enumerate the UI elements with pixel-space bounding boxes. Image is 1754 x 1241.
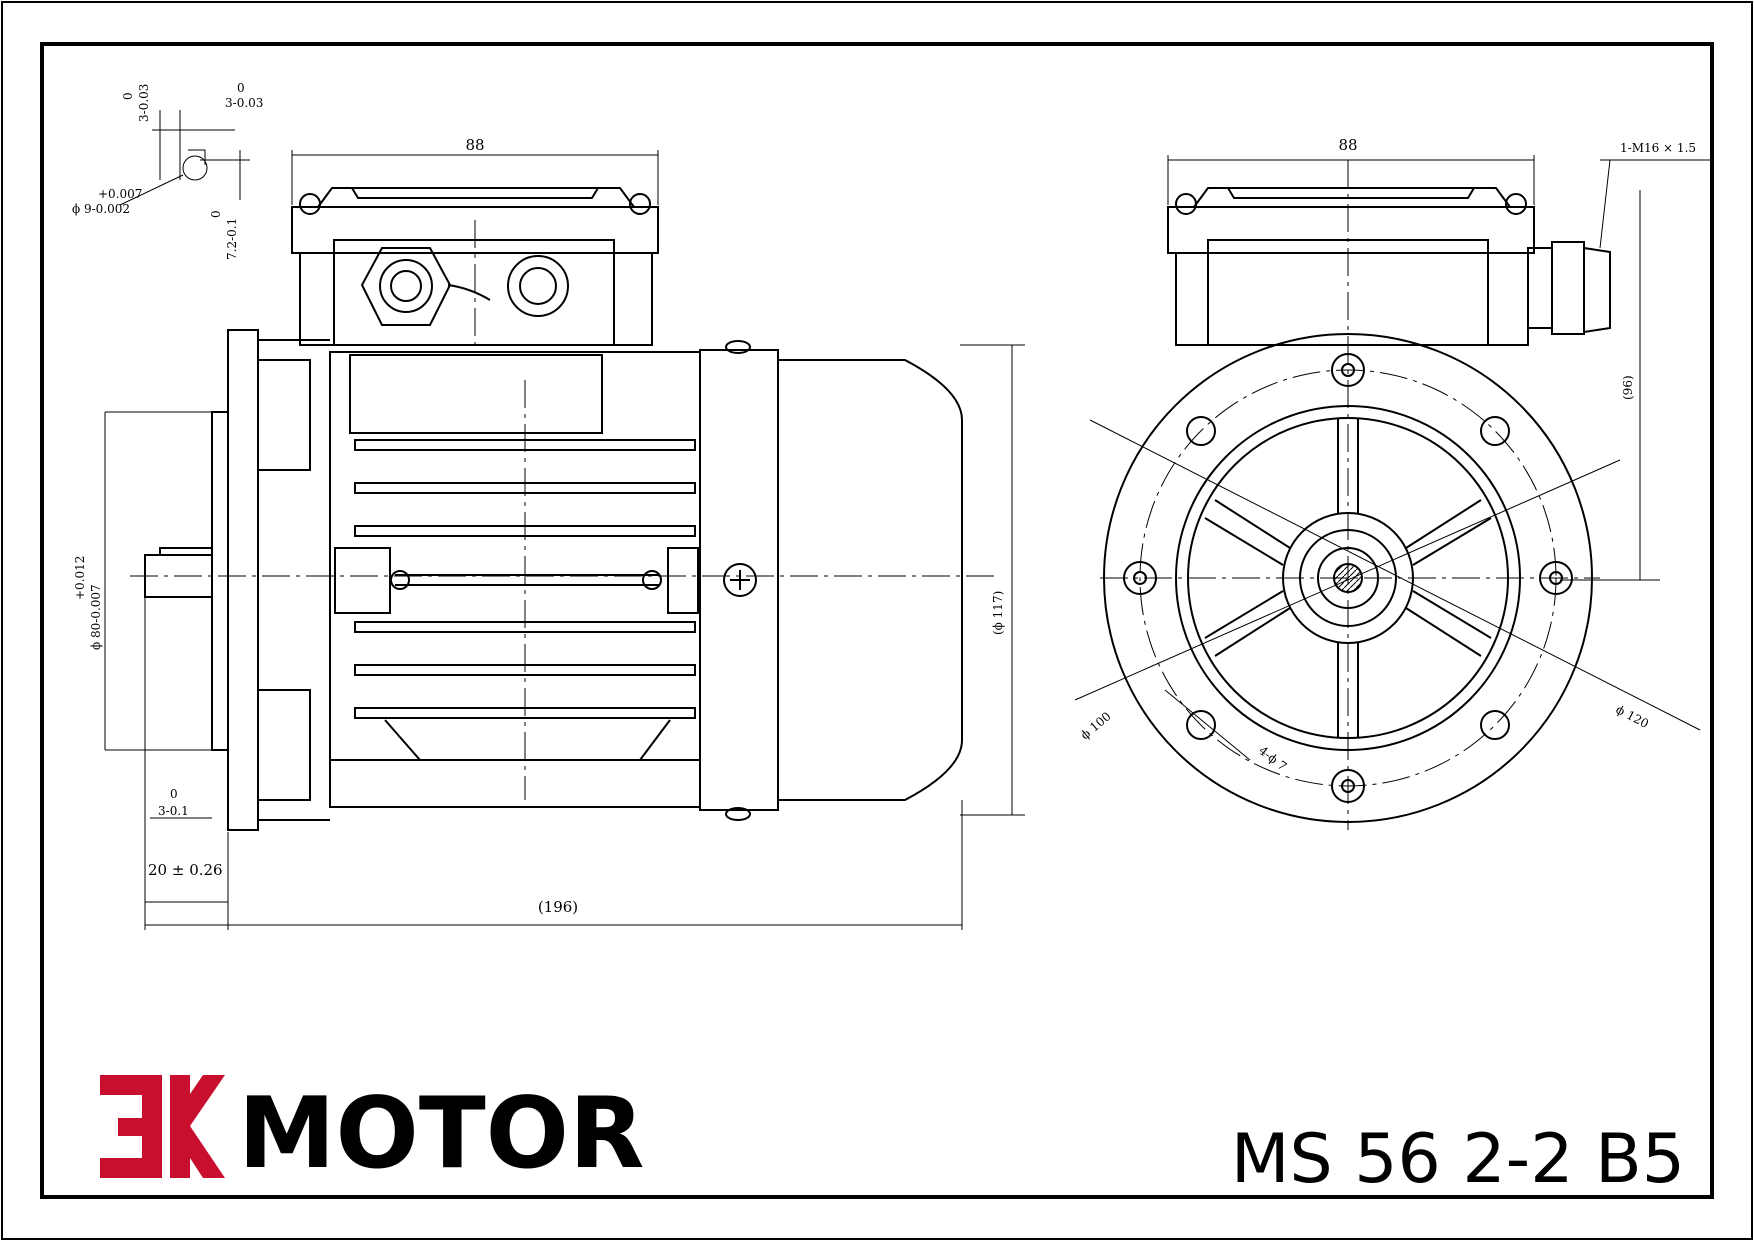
dim-88-front: 88 bbox=[1338, 136, 1357, 154]
dim-96: (96) bbox=[1621, 375, 1635, 400]
dim-overall-length: (196) bbox=[538, 898, 578, 916]
dim-flange-120: ϕ 120 bbox=[1614, 702, 1651, 731]
brand-logo: MOTOR bbox=[100, 1075, 644, 1191]
fan-cover bbox=[777, 359, 963, 801]
ribs bbox=[1204, 418, 1492, 738]
dim-spigot-dia-upper: +0.012 bbox=[73, 556, 87, 600]
terminal-box-side bbox=[291, 187, 659, 346]
terminal-box-front bbox=[1167, 187, 1611, 346]
dim-shaft-length: 20 ± 0.26 bbox=[148, 861, 223, 879]
dim-88-side: 88 bbox=[465, 136, 484, 154]
dim-key-width-top-upper: 0 bbox=[237, 81, 245, 95]
logo-text: MOTOR bbox=[238, 1077, 644, 1191]
front-view bbox=[1103, 187, 1611, 823]
flange bbox=[227, 329, 259, 831]
dim-spigot-depth-upper: 0 bbox=[170, 787, 178, 801]
side-view-dimensions: 88 (196) 20 ± 0.26 3-0.1 0 ϕ 80-0.007 +0… bbox=[72, 81, 1005, 916]
dim-key-height: 7.2-0.1 bbox=[225, 218, 239, 260]
drawing-border bbox=[40, 42, 1714, 1199]
motor-body bbox=[329, 351, 701, 808]
ek-logo-mark bbox=[100, 1075, 225, 1178]
dim-117: (ϕ 117) bbox=[991, 591, 1005, 635]
side-view bbox=[144, 187, 963, 831]
dim-spigot-depth: 3-0.1 bbox=[158, 804, 189, 818]
dim-cable-gland: 1-M16 × 1.5 bbox=[1620, 141, 1696, 155]
dim-spigot-dia: ϕ 80-0.007 bbox=[89, 584, 103, 650]
dim-key-width-side: 3-0.03 bbox=[137, 84, 151, 122]
dim-shaft-dia-upper: +0.007 bbox=[98, 187, 142, 201]
dim-shaft-dia: ϕ 9-0.002 bbox=[72, 202, 130, 216]
front-view-dimensions: 88 1-M16 × 1.5 (96) ϕ 100 ϕ 120 4-ϕ 7 bbox=[1078, 136, 1696, 774]
dim-key-width-side-upper: 0 bbox=[121, 92, 135, 100]
model-number: MS 56 2-2 B5 bbox=[1231, 1120, 1685, 1199]
dim-key-height-upper: 0 bbox=[209, 210, 223, 218]
dim-pcd-100: ϕ 100 bbox=[1078, 709, 1114, 742]
dim-holes: 4-ϕ 7 bbox=[1256, 743, 1289, 773]
dim-key-width-top: 3-0.03 bbox=[225, 96, 263, 110]
